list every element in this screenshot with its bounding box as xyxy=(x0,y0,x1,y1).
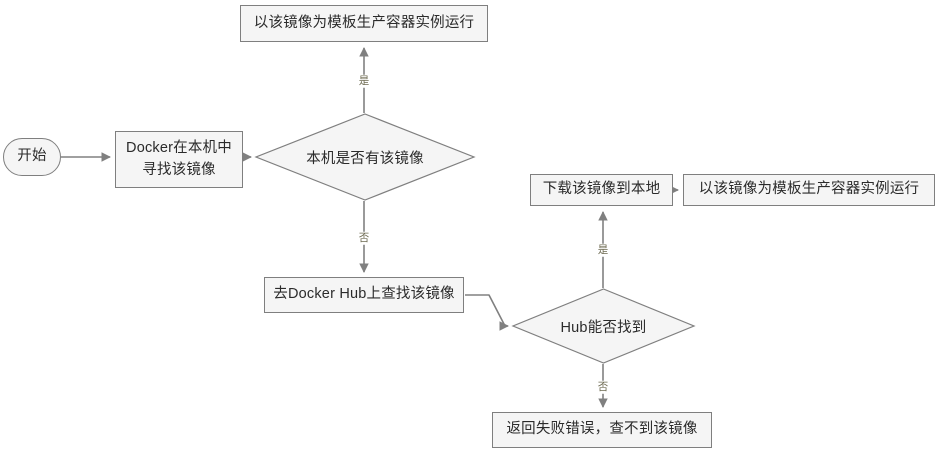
node-return-error[interactable]: 返回失败错误，查不到该镜像 xyxy=(492,412,712,448)
edge-label-hub-no: 否 xyxy=(596,380,610,394)
node-has-local-image[interactable]: 本机是否有该镜像 xyxy=(254,113,476,201)
diamond-shape xyxy=(511,288,696,364)
node-hub-found[interactable]: Hub能否找到 xyxy=(511,288,696,364)
node-run-container-right[interactable]: 以该镜像为模板生产容器实例运行 xyxy=(683,174,935,206)
node-docker-search-local[interactable]: Docker在本机中 寻找该镜像 xyxy=(115,131,243,188)
edge-hub-search-to-hub-decision xyxy=(465,294,509,331)
node-download-image[interactable]: 下载该镜像到本地 xyxy=(530,174,673,206)
diamond-shape xyxy=(254,113,476,201)
node-hub-found-label: Hub能否找到 xyxy=(560,319,647,336)
edge-label-hub-yes: 是 xyxy=(596,243,610,257)
edge-label-local-yes: 是 xyxy=(357,74,371,88)
node-start[interactable]: 开始 xyxy=(3,138,61,176)
edge-label-local-no: 否 xyxy=(357,231,371,245)
node-has-local-image-label: 本机是否有该镜像 xyxy=(306,150,424,167)
node-run-container-top[interactable]: 以该镜像为模板生产容器实例运行 xyxy=(240,5,488,42)
node-search-docker-hub[interactable]: 去Docker Hub上查找该镜像 xyxy=(264,277,464,313)
